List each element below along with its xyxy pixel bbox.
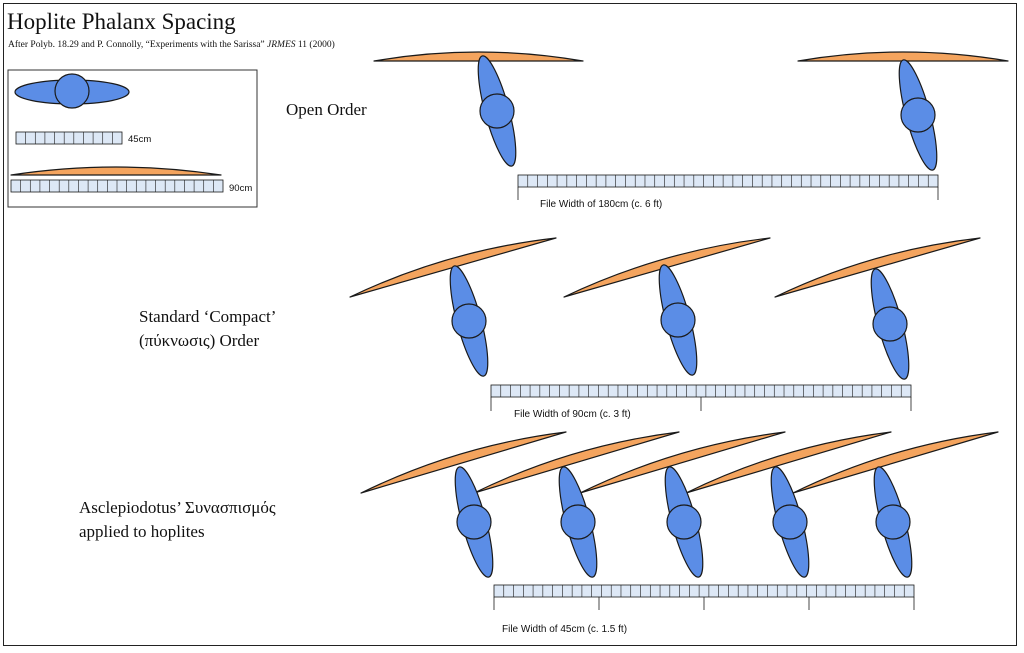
scale-ruler <box>517 174 939 200</box>
hoplite-head <box>456 504 492 540</box>
file-width-label-synaspismos: File Width of 45cm (c. 1.5 ft) <box>502 624 627 635</box>
row-open-order <box>373 51 1009 200</box>
hoplite-head <box>900 97 936 133</box>
shield-shape <box>360 431 567 494</box>
scale-ruler <box>10 179 224 193</box>
scale-ruler <box>15 131 123 145</box>
hoplite-figure <box>477 55 517 167</box>
hoplite-figure <box>658 264 698 376</box>
diagram-source-citation: After Polyb. 18.29 and P. Connolly, “Exp… <box>8 40 335 50</box>
source-journal: JRMES <box>267 40 296 50</box>
hoplite-head <box>875 504 911 540</box>
hoplite-head <box>872 306 908 342</box>
hoplite-figure <box>870 268 910 380</box>
row-label-open-order: Open Order <box>286 98 367 122</box>
legend-hoplite-icon <box>14 73 130 109</box>
row-synaspismos <box>360 431 999 610</box>
ruler-bar <box>490 384 912 398</box>
shield-shape <box>373 51 584 62</box>
row-label-line: Open Order <box>286 100 367 119</box>
ruler-bar <box>15 131 123 145</box>
hoplite-figure <box>664 466 704 578</box>
file-width-label-compact: File Width of 90cm (c. 3 ft) <box>514 409 631 420</box>
legend-scale-45cm <box>15 131 123 145</box>
row-compact-order <box>349 237 981 411</box>
hoplite-head <box>666 504 702 540</box>
legend-scale-45cm-label: 45cm <box>128 134 151 145</box>
hoplite-head <box>54 73 90 109</box>
scale-ruler <box>493 584 915 610</box>
hoplite-figure <box>454 466 494 578</box>
hoplite-figure <box>873 466 913 578</box>
legend-scale-90cm-label: 90cm <box>229 183 252 194</box>
shield-shape <box>792 431 999 494</box>
diagram-title: Hoplite Phalanx Spacing <box>7 9 236 34</box>
hoplite-figure <box>558 466 598 578</box>
ruler-bar <box>517 174 939 188</box>
row-label-line: (πύκνωσις) Order <box>139 331 260 350</box>
file-width-label-open: File Width of 180cm (c. 6 ft) <box>540 199 662 210</box>
hoplite-figure <box>770 466 810 578</box>
legend-shield-icon <box>10 166 222 176</box>
hoplite-figure <box>449 265 489 377</box>
source-text: After Polyb. 18.29 and P. Connolly, “Exp… <box>8 40 268 50</box>
shield-shape <box>774 237 981 298</box>
hoplite-head <box>451 303 487 339</box>
hoplite-head <box>560 504 596 540</box>
scale-ruler <box>490 384 912 411</box>
row-label-synaspismos: Asclepiodotus’ Συνασπισμός applied to ho… <box>79 496 276 544</box>
source-volume: 11 (2000) <box>295 40 335 50</box>
hoplite-head <box>479 93 515 129</box>
row-label-line: Asclepiodotus’ Συνασπισμός <box>79 498 276 517</box>
legend-scale-90cm <box>10 179 224 193</box>
hoplite-figure <box>898 59 938 171</box>
hoplite-head <box>772 504 808 540</box>
hoplite-head <box>660 302 696 338</box>
shield-shape <box>10 166 222 176</box>
shield-shape <box>579 431 786 494</box>
scale-legend: 45cm 90cm <box>7 69 258 208</box>
row-label-line: Standard ‘Compact’ <box>139 307 277 326</box>
shield-shape <box>473 431 680 494</box>
row-label-line: applied to hoplites <box>79 522 205 541</box>
row-label-compact-order: Standard ‘Compact’ (πύκνωσις) Order <box>139 305 276 353</box>
ruler-bar <box>493 584 915 598</box>
shield-shape <box>685 431 892 494</box>
shield-shape <box>797 51 1009 62</box>
